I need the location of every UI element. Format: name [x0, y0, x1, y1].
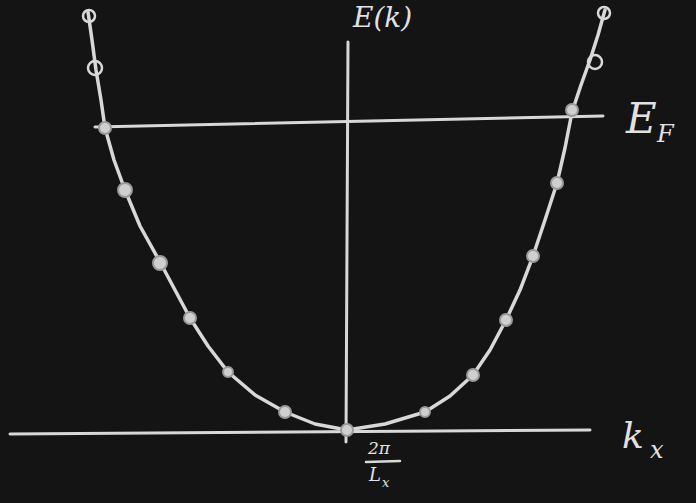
fraction-denominator: L [369, 466, 381, 484]
subscript: F [657, 122, 674, 146]
occupied-states [99, 104, 578, 436]
empty-states [83, 7, 610, 75]
subscript: x [650, 438, 664, 462]
fraction-bar [366, 461, 400, 462]
axis-label: E [626, 98, 657, 140]
parabola-curve [88, 10, 605, 430]
axis-label: E(k) [353, 4, 412, 32]
kx-axis [10, 430, 590, 434]
fraction-numerator: 2π [368, 440, 390, 457]
subscript: x [382, 476, 389, 489]
fermi-level-line [95, 116, 603, 127]
energy-axis [346, 42, 348, 442]
axis-label: k [622, 418, 644, 454]
